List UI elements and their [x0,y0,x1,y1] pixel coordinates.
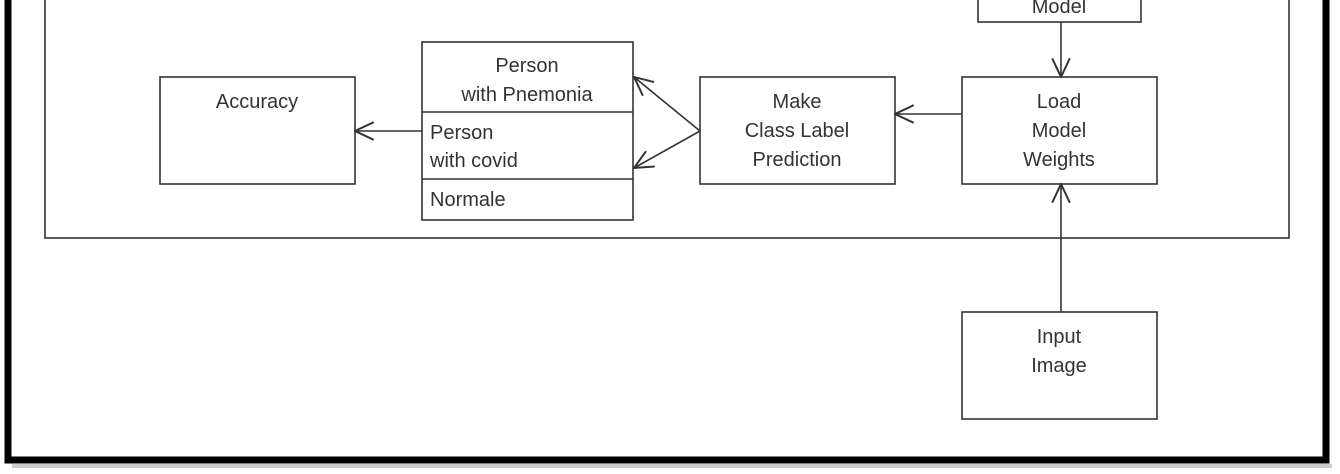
node-label: Input [1037,326,1082,348]
node-label: Prediction [753,149,842,171]
node-input-image: Input Image [961,311,1158,420]
class-covid: with covid [429,150,518,172]
node-label: Weights [1023,149,1095,171]
node-label: Model [1032,120,1086,142]
node-load-model-weights: Load Model Weights [961,76,1158,185]
node-classes: Person with Pnemonia Person with covid N… [421,41,634,221]
node-label: Load [1037,91,1082,113]
node-make-prediction: Make Class Label Prediction [699,76,896,185]
class-normal: Normale [430,189,506,211]
class-pneumonia: with Pnemonia [460,84,593,106]
node-label: Model [1032,0,1086,18]
arrow-predict-to-pneumonia [634,77,701,132]
node-label: Class Label [745,120,850,142]
node-accuracy: Accuracy [159,76,356,185]
class-pneumonia: Person [495,55,558,77]
outer-frame [4,0,1330,464]
node-label: Accuracy [216,91,298,113]
node-model: Model [977,0,1142,23]
arrow-predict-to-covid [634,130,701,168]
node-label: Image [1031,355,1087,377]
class-covid: Person [430,122,493,144]
node-label: Make [773,91,822,113]
